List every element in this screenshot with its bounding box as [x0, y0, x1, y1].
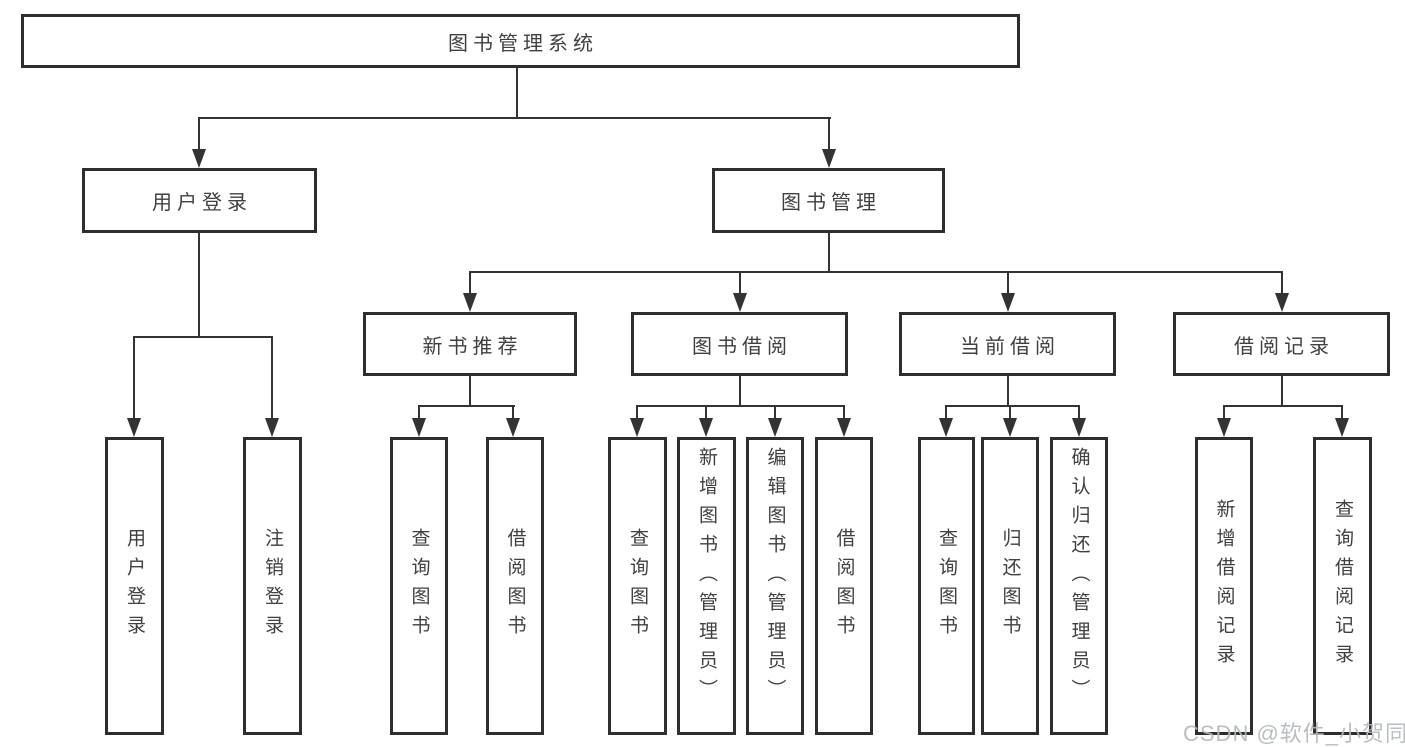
node-borrow-records: 借阅记录 [1173, 312, 1390, 376]
leaf-borrow-books-1: 借阅图书 [486, 437, 544, 735]
node-label: 编辑图书（管理员） [764, 447, 786, 708]
connector-vline [636, 405, 638, 423]
connector-vline [843, 405, 845, 423]
node-user-login: 用户登录 [82, 168, 317, 233]
connector-vline [1281, 271, 1283, 297]
arrow-down-icon [699, 418, 713, 437]
node-label: 借阅图书 [833, 528, 855, 644]
connector-vline [705, 405, 707, 423]
connector-vline [516, 68, 518, 118]
arrow-down-icon [265, 418, 279, 437]
arrow-down-icon [1217, 418, 1231, 437]
arrow-down-icon [733, 293, 747, 312]
node-label: 新增图书（管理员） [696, 447, 717, 708]
arrow-down-icon [1275, 293, 1289, 312]
connector-vline [198, 233, 200, 338]
leaf-query-books-1: 查询图书 [390, 437, 448, 735]
leaf-return-books: 归还图书 [981, 437, 1039, 735]
node-new-book-recommend: 新书推荐 [363, 312, 577, 376]
connector-vline [469, 271, 471, 297]
node-label: 确认归还（管理员） [1068, 447, 1090, 708]
arrow-down-icon [463, 293, 477, 312]
connector-hline [133, 336, 273, 338]
connector-vline [1009, 405, 1011, 423]
node-label: 图书管理系统 [448, 32, 598, 55]
connector-vline [1281, 376, 1283, 407]
leaf-borrow-books-2: 借阅图书 [815, 437, 873, 735]
leaf-query-books-2: 查询图书 [608, 437, 667, 735]
arrow-down-icon [506, 418, 520, 437]
csdn-watermark: CSDN @软件_小贺同学 [1183, 721, 1405, 746]
connector-vline [739, 376, 741, 407]
leaf-query-books-3: 查询图书 [918, 437, 975, 735]
node-label: 新增借阅记录 [1213, 499, 1235, 673]
connector-vline [1007, 376, 1009, 407]
arrow-down-icon [1001, 293, 1015, 312]
connector-vline [1223, 405, 1225, 423]
connector-vline [828, 117, 830, 153]
node-label: 归还图书 [999, 528, 1021, 644]
arrow-down-icon [768, 418, 782, 437]
connector-hline [636, 405, 845, 407]
arrow-down-icon [1335, 418, 1349, 437]
node-current-borrow: 当前借阅 [899, 312, 1116, 376]
leaf-logout: 注销登录 [243, 437, 302, 735]
node-book-management: 图书管理 [712, 168, 945, 233]
leaf-add-borrow-record: 新增借阅记录 [1195, 437, 1253, 735]
node-label: 查询图书 [936, 528, 957, 644]
leaf-confirm-return-admin: 确认归还（管理员） [1050, 437, 1108, 735]
leaf-edit-books-admin: 编辑图书（管理员） [746, 437, 804, 735]
connector-hline [418, 405, 515, 407]
leaf-user-login: 用户登录 [105, 437, 164, 735]
node-label: 借阅记录 [1234, 335, 1334, 358]
arrow-down-icon [127, 418, 141, 437]
leaf-add-books-admin: 新增图书（管理员） [677, 437, 736, 735]
connector-hline [945, 405, 1080, 407]
node-label: 查询借阅记录 [1332, 499, 1353, 673]
node-book-borrow: 图书借阅 [631, 312, 848, 376]
connector-hline [1223, 405, 1343, 407]
connector-vline [271, 336, 273, 422]
arrow-down-icon [1003, 418, 1017, 437]
node-label: 图书管理 [781, 192, 881, 214]
connector-vline [739, 271, 741, 297]
arrow-down-icon [822, 149, 836, 168]
node-system-root: 图书管理系统 [21, 14, 1020, 68]
arrow-down-icon [412, 418, 426, 437]
node-label: 用户登录 [152, 192, 252, 214]
connector-vline [512, 405, 514, 423]
node-label: 图书借阅 [692, 335, 792, 358]
connector-vline [418, 405, 420, 423]
arrow-down-icon [192, 149, 206, 168]
arrow-down-icon [939, 418, 953, 437]
connector-vline [945, 405, 947, 423]
arrow-down-icon [837, 418, 851, 437]
connector-vline [1078, 405, 1080, 423]
leaf-query-borrow-record: 查询借阅记录 [1313, 437, 1372, 735]
node-label: 查询图书 [408, 528, 430, 644]
node-label: 查询图书 [627, 528, 648, 644]
connector-vline [1341, 405, 1343, 423]
connector-vline [133, 336, 135, 422]
connector-vline [198, 117, 200, 153]
node-label: 借阅图书 [504, 528, 526, 644]
connector-vline [774, 405, 776, 423]
connector-vline [828, 233, 830, 273]
connector-vline [1007, 271, 1009, 297]
connector-hline [469, 271, 1283, 273]
connector-hline [198, 117, 831, 119]
node-label: 当前借阅 [960, 335, 1060, 358]
node-label: 注销登录 [262, 528, 283, 644]
node-label: 新书推荐 [422, 335, 523, 358]
arrow-down-icon [630, 418, 644, 437]
connector-vline [469, 376, 471, 407]
arrow-down-icon [1072, 418, 1086, 437]
node-label: 用户登录 [124, 528, 145, 644]
